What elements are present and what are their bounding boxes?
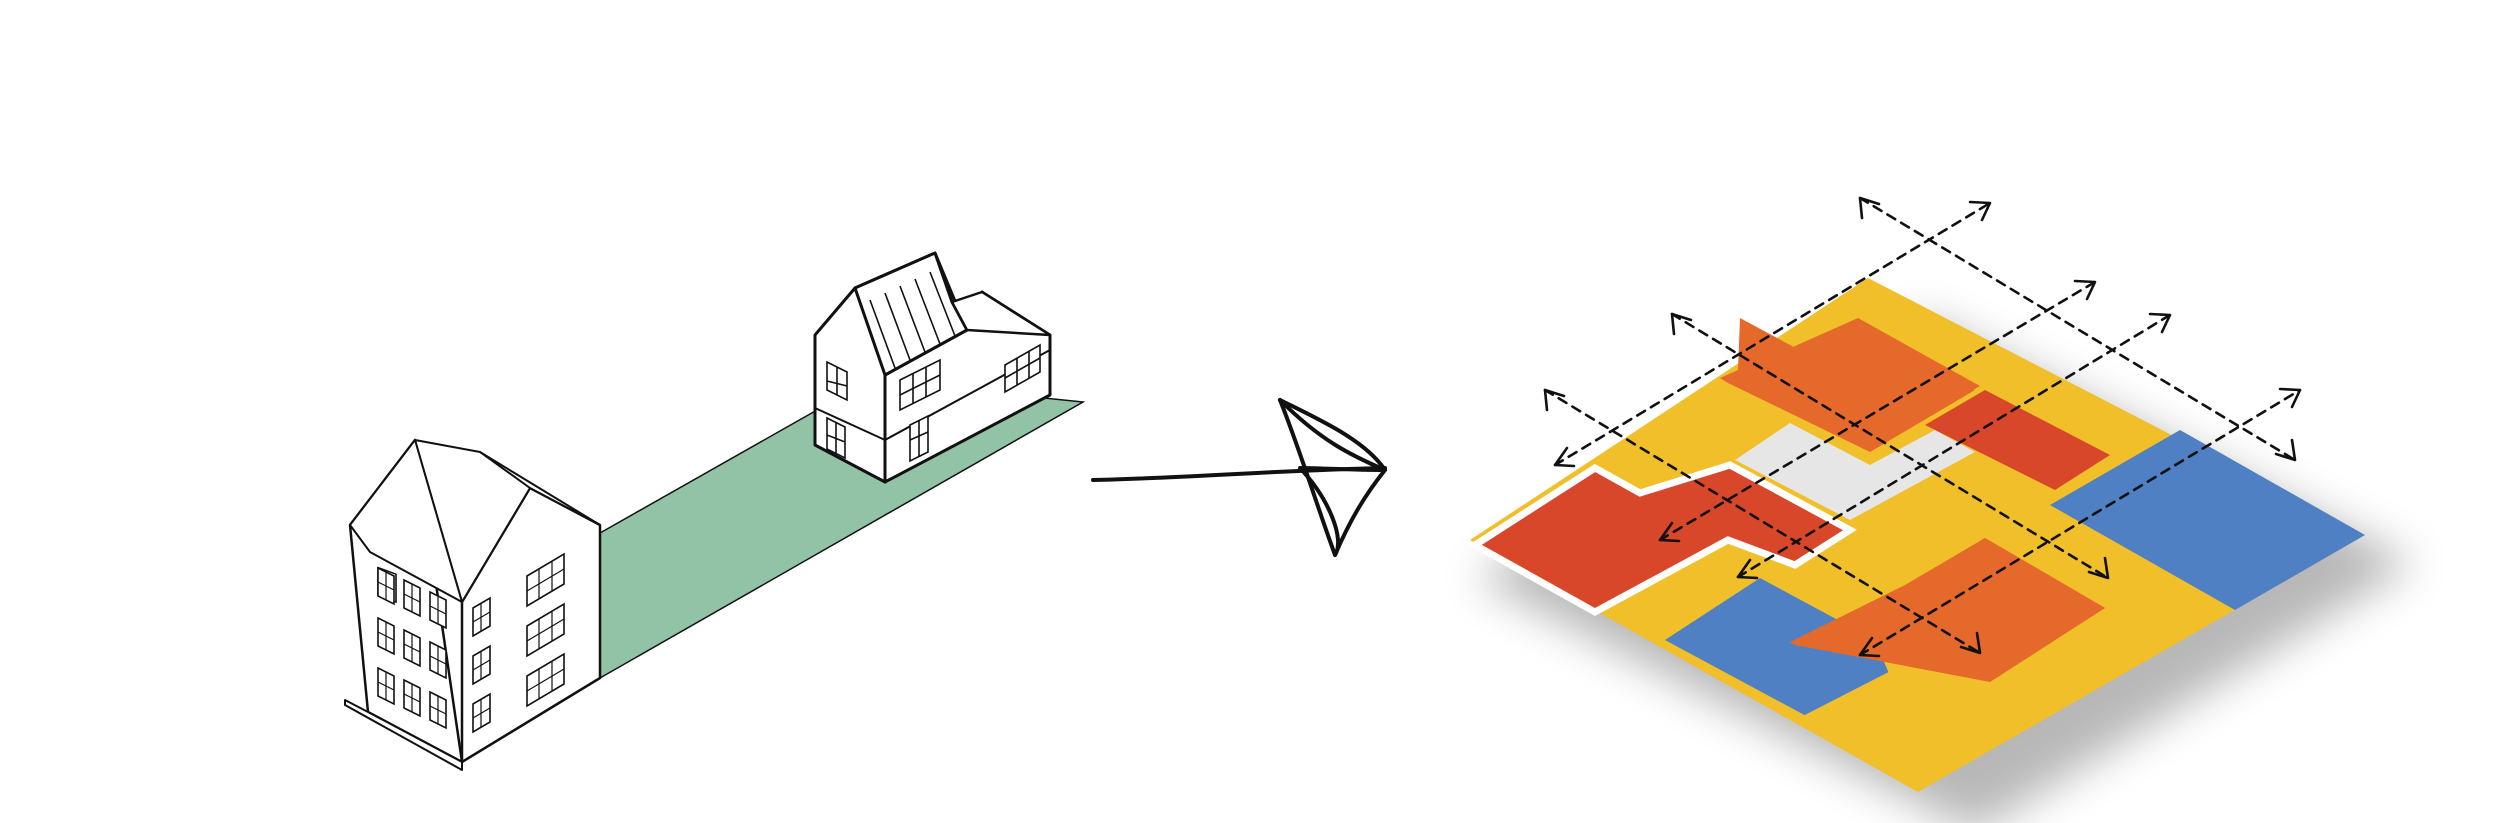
- dashed-arrow-1: [1553, 201, 1992, 467]
- dashed-arrow-6: [1670, 312, 2110, 580]
- plan-zone-red-right: [1925, 390, 2110, 490]
- dashed-arrow-7: [1543, 388, 1982, 655]
- plan-zone-yellow-bottom: [1795, 620, 2095, 792]
- building-windows: [377, 552, 565, 734]
- plan-zone-orange-top-2: [1730, 318, 1980, 445]
- existing-lot-scene: [344, 251, 1086, 771]
- dashed-arrow-5: [1858, 196, 2297, 462]
- plan-zone-grey: [1735, 423, 1975, 520]
- dashed-arrow-4: [1858, 388, 2302, 657]
- plan-zone-blue-right: [2050, 430, 2365, 610]
- plan-base: [1470, 278, 2365, 792]
- dashed-arrow-2: [1658, 280, 2097, 542]
- dashed-double-arrow-icon: [1543, 196, 2302, 657]
- dashed-arrow-3: [1736, 313, 2172, 579]
- isometric-plan: [1468, 278, 2415, 823]
- arrowheads: [1543, 196, 2302, 658]
- plan-zone-blue-bottom: [1665, 578, 1905, 718]
- plan-zone-orange-bottom-2: [1865, 538, 2105, 680]
- house-details: [826, 271, 1041, 463]
- hand-drawn-arrow-icon: [1091, 398, 1387, 557]
